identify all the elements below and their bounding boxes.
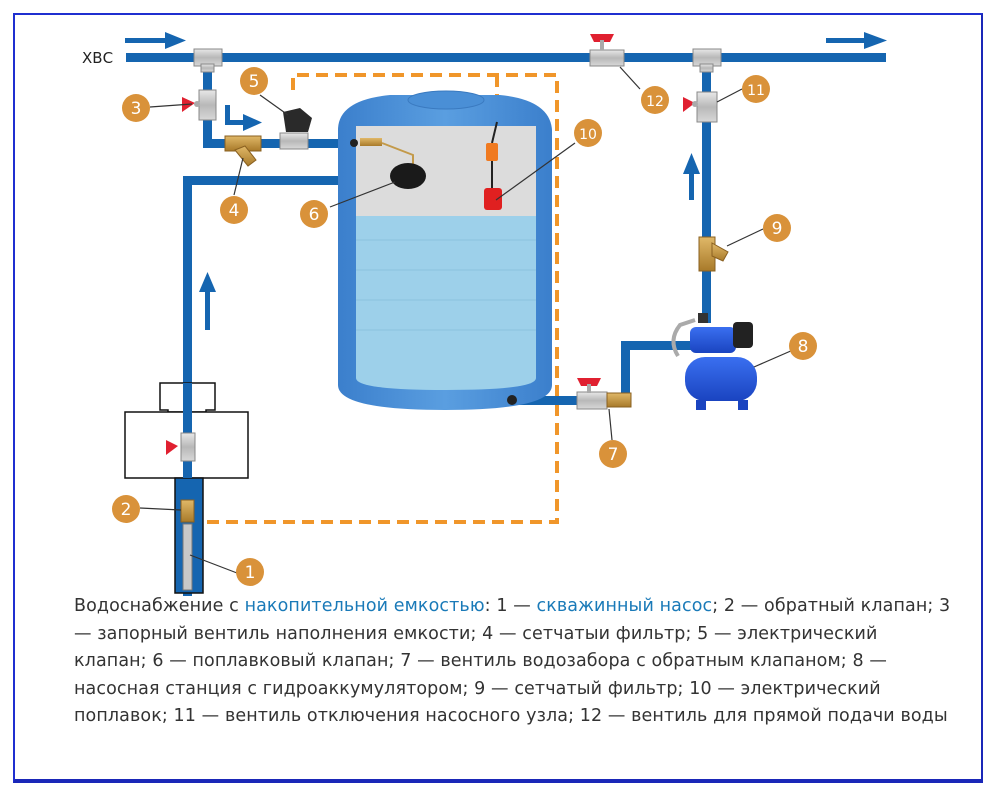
callout-6: 6 bbox=[300, 200, 328, 228]
strainer-filter-9 bbox=[698, 236, 729, 272]
svg-text:10: 10 bbox=[579, 127, 597, 143]
flow-arrow-inlet bbox=[125, 32, 186, 49]
borehole-pump-1 bbox=[182, 523, 193, 591]
float-valve bbox=[350, 138, 426, 189]
callout-8: 8 bbox=[789, 332, 817, 360]
flow-arrow-tank-fill bbox=[225, 105, 262, 131]
leader-lines bbox=[139, 66, 794, 574]
pump-shutoff-valve-11 bbox=[683, 91, 718, 123]
flow-arrow-pump-up bbox=[683, 153, 700, 200]
tee-fitting-inlet bbox=[193, 48, 223, 73]
check-valve-2 bbox=[180, 499, 195, 523]
pump-suction-pipe bbox=[621, 341, 691, 350]
control-wire-dashed bbox=[197, 73, 559, 524]
callout-4: 4 bbox=[220, 196, 248, 224]
pump-discharge-pipe bbox=[702, 58, 711, 323]
caption-intro: Водоснабжение с bbox=[74, 596, 245, 616]
well bbox=[124, 382, 249, 594]
well-to-tank-pipe bbox=[183, 176, 353, 185]
shutoff-valve-3 bbox=[182, 89, 217, 121]
tank-outlet-pipe bbox=[510, 396, 630, 405]
caption-rest: ; 2 — обратный клапан; 3 — запорный вент… bbox=[74, 596, 951, 727]
pump-station-8 bbox=[671, 313, 757, 410]
callout-9: 9 bbox=[763, 214, 791, 242]
callout-1: 1 bbox=[236, 558, 264, 586]
svg-text:2: 2 bbox=[121, 500, 132, 520]
svg-text:4: 4 bbox=[229, 201, 240, 221]
caption-link-borehole-pump[interactable]: скважинный насос bbox=[536, 596, 713, 616]
callout-12: 12 bbox=[641, 86, 669, 114]
tank-water bbox=[356, 216, 536, 390]
caption-colon: : 1 — bbox=[484, 596, 537, 616]
caption-link-storage-tank[interactable]: накопительной емкостью bbox=[244, 596, 485, 616]
outlet-valve-7 bbox=[576, 378, 632, 410]
electric-float-switch bbox=[484, 121, 502, 210]
svg-text:5: 5 bbox=[249, 72, 260, 92]
pump-suction-riser bbox=[621, 341, 630, 405]
svg-text:1: 1 bbox=[245, 563, 256, 583]
main-cold-water-pipe bbox=[126, 53, 886, 62]
direct-supply-valve-12 bbox=[589, 34, 625, 67]
solenoid-valve-5 bbox=[279, 108, 312, 150]
callout-11: 11 bbox=[742, 75, 770, 103]
svg-text:8: 8 bbox=[798, 337, 809, 357]
svg-text:11: 11 bbox=[747, 83, 765, 99]
inlet-label: ХВС bbox=[82, 49, 113, 67]
strainer-filter-4 bbox=[224, 135, 262, 167]
flow-arrow-well-up bbox=[199, 272, 216, 330]
tee-fitting-outlet bbox=[692, 48, 722, 73]
callout-7: 7 bbox=[599, 440, 627, 468]
svg-text:12: 12 bbox=[646, 94, 664, 110]
callout-10: 10 bbox=[574, 119, 602, 147]
svg-text:9: 9 bbox=[772, 219, 783, 239]
callout-5: 5 bbox=[240, 67, 268, 95]
figure-caption: Водоснабжение с накопительной емкостью: … bbox=[74, 593, 954, 731]
flow-arrow-outlet bbox=[826, 32, 887, 49]
svg-text:6: 6 bbox=[309, 205, 320, 225]
callout-labels: 1 2 3 4 5 6 7 8 9 10 11 12 bbox=[112, 67, 817, 586]
svg-text:3: 3 bbox=[131, 99, 142, 119]
svg-text:7: 7 bbox=[608, 445, 619, 465]
callout-2: 2 bbox=[112, 495, 140, 523]
callout-3: 3 bbox=[122, 94, 150, 122]
fill-horizontal-pipe bbox=[203, 139, 353, 148]
